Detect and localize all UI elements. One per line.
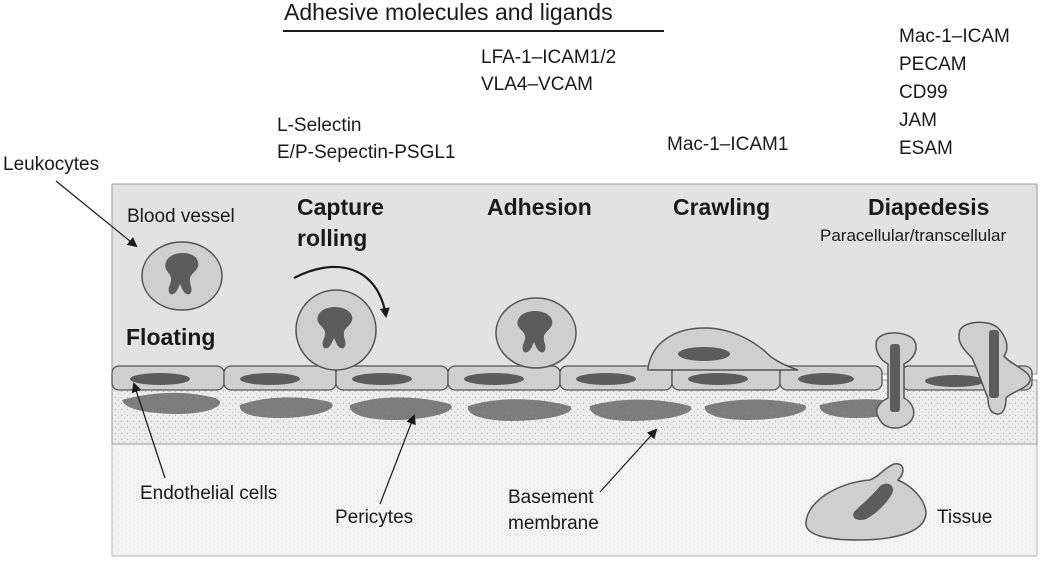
molecule-label: L-Selectin <box>277 115 362 136</box>
molecule-label: Mac-1–ICAM1 <box>667 134 788 155</box>
stage-crawling-title: Crawling <box>673 194 770 220</box>
molecule-label: Mac-1–ICAM <box>899 26 1010 47</box>
endothelial-nucleus <box>240 373 300 385</box>
rolling-arrow <box>293 265 390 318</box>
leukocyte-adhesion <box>495 297 577 369</box>
tissue-label: Tissue <box>937 507 992 528</box>
leukocytes-pointer-line <box>55 180 138 248</box>
endothelium <box>111 365 1033 391</box>
basement-membrane-label-line1: Basement <box>508 487 594 508</box>
endothelial-nucleus <box>925 375 985 387</box>
pericyte <box>239 397 333 418</box>
leukocyte-crawling <box>647 327 799 371</box>
stage-diapedesis-title: Diapedesis <box>868 194 989 220</box>
endothelial-nucleus <box>464 373 524 385</box>
endothelial-nucleus <box>798 373 854 385</box>
leukocyte-nucleus <box>890 344 900 412</box>
leukocyte-nucleus <box>517 311 553 353</box>
stage-rolling-title: rolling <box>297 225 367 251</box>
pericyte <box>704 399 806 420</box>
basement-membrane-label-line2: membrane <box>508 513 599 534</box>
leukocyte-nucleus <box>317 307 353 349</box>
molecule-label: VLA4–VCAM <box>481 74 593 95</box>
molecules-capture: L-Selectin E/P-Sepectin-PSGL1 <box>277 115 455 163</box>
pointer-lines <box>55 180 658 505</box>
endothelial-nucleus <box>352 373 412 385</box>
basement-pointer-line <box>599 428 658 493</box>
pericyte <box>467 399 572 421</box>
blood-vessel-label: Blood vessel <box>127 206 235 227</box>
molecule-label: E/P-Sepectin-PSGL1 <box>277 142 455 163</box>
molecule-label: ESAM <box>899 138 953 159</box>
leukocyte-rolling <box>295 289 377 371</box>
leukocyte-nucleus <box>989 330 999 398</box>
endothelial-nucleus <box>576 373 636 385</box>
pericyte <box>589 399 692 421</box>
pericytes-label: Pericytes <box>335 507 413 528</box>
endothelial-nucleus <box>688 373 748 385</box>
molecule-label: CD99 <box>899 82 948 103</box>
endothelial-pointer-line <box>131 382 166 479</box>
leukocyte-diapedesis-transcellular <box>958 321 1031 415</box>
pericyte <box>122 392 221 414</box>
leukocyte-floating <box>141 241 223 311</box>
pericytes-pointer-line <box>379 414 416 505</box>
molecules-crawling: Mac-1–ICAM1 <box>667 134 788 155</box>
molecules-adhesion: LFA-1–ICAM1/2 VLA4–VCAM <box>481 47 616 95</box>
leukocyte-nucleus <box>678 347 730 361</box>
leukocytes-label: Leukocytes <box>3 154 99 175</box>
stage-capture-title: Capture <box>297 194 384 220</box>
molecule-label: PECAM <box>899 54 967 75</box>
molecule-label: LFA-1–ICAM1/2 <box>481 47 616 68</box>
stage-diapedesis-subtitle: Paracellular/transcellular <box>820 226 1006 245</box>
leukocyte-tissue <box>805 463 927 541</box>
leukocyte-nucleus <box>165 253 199 295</box>
molecules-diapedesis: Mac-1–ICAM PECAM CD99 JAM ESAM <box>899 26 1010 159</box>
molecule-label: JAM <box>899 110 937 131</box>
leukocyte-nucleus <box>853 483 894 520</box>
stage-adhesion-title: Adhesion <box>487 194 592 220</box>
pericyte <box>349 397 452 420</box>
endothelial-cells-label: Endothelial cells <box>140 483 277 504</box>
molecules-header: Adhesive molecules and ligands <box>284 0 613 25</box>
stage-floating-title: Floating <box>126 324 215 350</box>
endothelial-nucleus <box>130 373 190 385</box>
leukocyte-diapedesis-paracellular <box>875 332 917 429</box>
